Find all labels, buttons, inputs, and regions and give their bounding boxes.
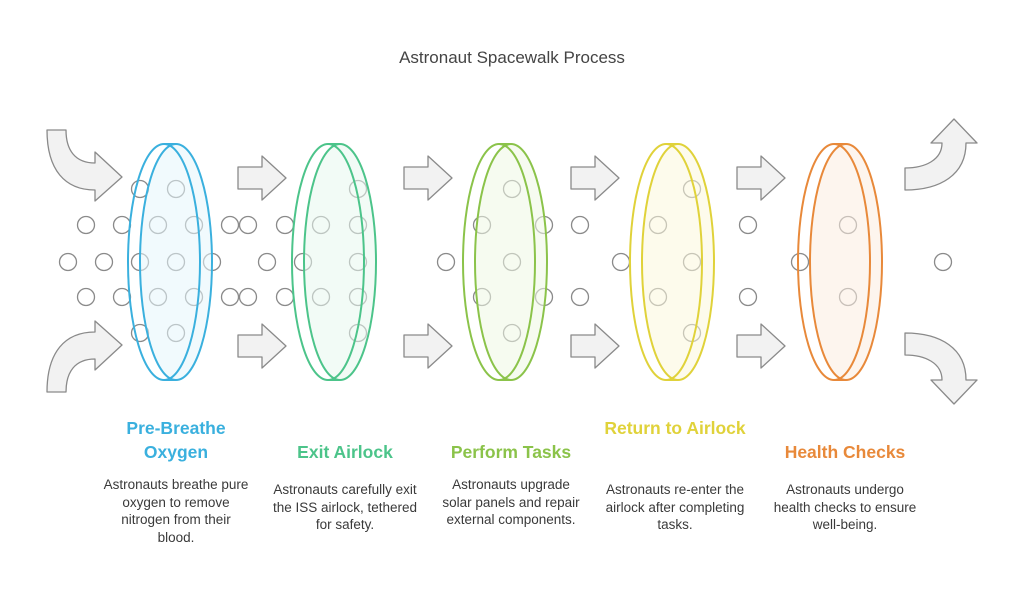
stage-label-4: Return to Airlock [604, 418, 746, 438]
particle-dot-icon [112, 287, 132, 307]
particle-dot-icon [220, 215, 240, 235]
right-arrow-icon [570, 323, 620, 369]
particle-dot-icon [933, 252, 953, 272]
right-arrow-icon [403, 323, 453, 369]
curved-arrow-out-icon [904, 332, 978, 405]
rings-layer [127, 143, 883, 381]
particle-dot-icon [257, 252, 277, 272]
arrows-layer [46, 118, 978, 405]
right-arrow-icon [237, 155, 287, 201]
right-arrow-icon [736, 155, 786, 201]
particle-dot-icon [112, 215, 132, 235]
stage-description-2: Astronauts carefully exit the ISS airloc… [272, 482, 418, 532]
stage-label-3: Perform Tasks [450, 442, 572, 462]
right-arrow-icon [237, 323, 287, 369]
stage-label-2: Exit Airlock [297, 442, 393, 462]
particle-dot-icon [220, 287, 240, 307]
particle-dot-icon [570, 215, 590, 235]
curved-arrow-in-icon [46, 129, 123, 202]
stage-ring-3 [462, 143, 548, 381]
particle-dot-icon [76, 215, 96, 235]
ring-back [303, 143, 377, 381]
stage-ring-4 [629, 143, 715, 381]
stage-ring-1 [127, 143, 213, 381]
ring-back [139, 143, 213, 381]
ring-back [641, 143, 715, 381]
right-arrow-icon [570, 155, 620, 201]
right-arrow-icon [403, 155, 453, 201]
particle-dot-icon [58, 252, 78, 272]
stage-description-3: Astronauts upgrade solar panels and repa… [442, 477, 580, 527]
ring-back [809, 143, 883, 381]
particle-dot-icon [790, 252, 810, 272]
particle-dot-icon [76, 287, 96, 307]
particle-dot-icon [436, 252, 456, 272]
stage-ring-2 [291, 143, 377, 381]
particle-dot-icon [611, 252, 631, 272]
particle-dot-icon [275, 287, 295, 307]
particle-dot-icon [238, 287, 258, 307]
stage-ring-5 [797, 143, 883, 381]
stage-description-5: Astronauts undergo health checks to ensu… [773, 482, 917, 532]
stage-description-1: Astronauts breathe pure oxygen to remove… [103, 477, 249, 545]
diagram-title: Astronaut Spacewalk Process [399, 48, 625, 67]
particle-dot-icon [570, 287, 590, 307]
stage-label-5: Health Checks [784, 442, 906, 462]
curved-arrow-in-icon [46, 320, 123, 393]
particle-dot-icon [238, 215, 258, 235]
particle-dot-icon [275, 215, 295, 235]
stage-description-4: Astronauts re-enter the airlock after co… [605, 482, 745, 532]
particle-dot-icon [94, 252, 114, 272]
stage-label-1: Pre-Breathe Oxygen [126, 418, 226, 462]
ring-back [474, 143, 548, 381]
curved-arrow-out-icon [904, 118, 978, 191]
particle-dot-icon [738, 215, 758, 235]
particle-dot-icon [738, 287, 758, 307]
right-arrow-icon [736, 323, 786, 369]
